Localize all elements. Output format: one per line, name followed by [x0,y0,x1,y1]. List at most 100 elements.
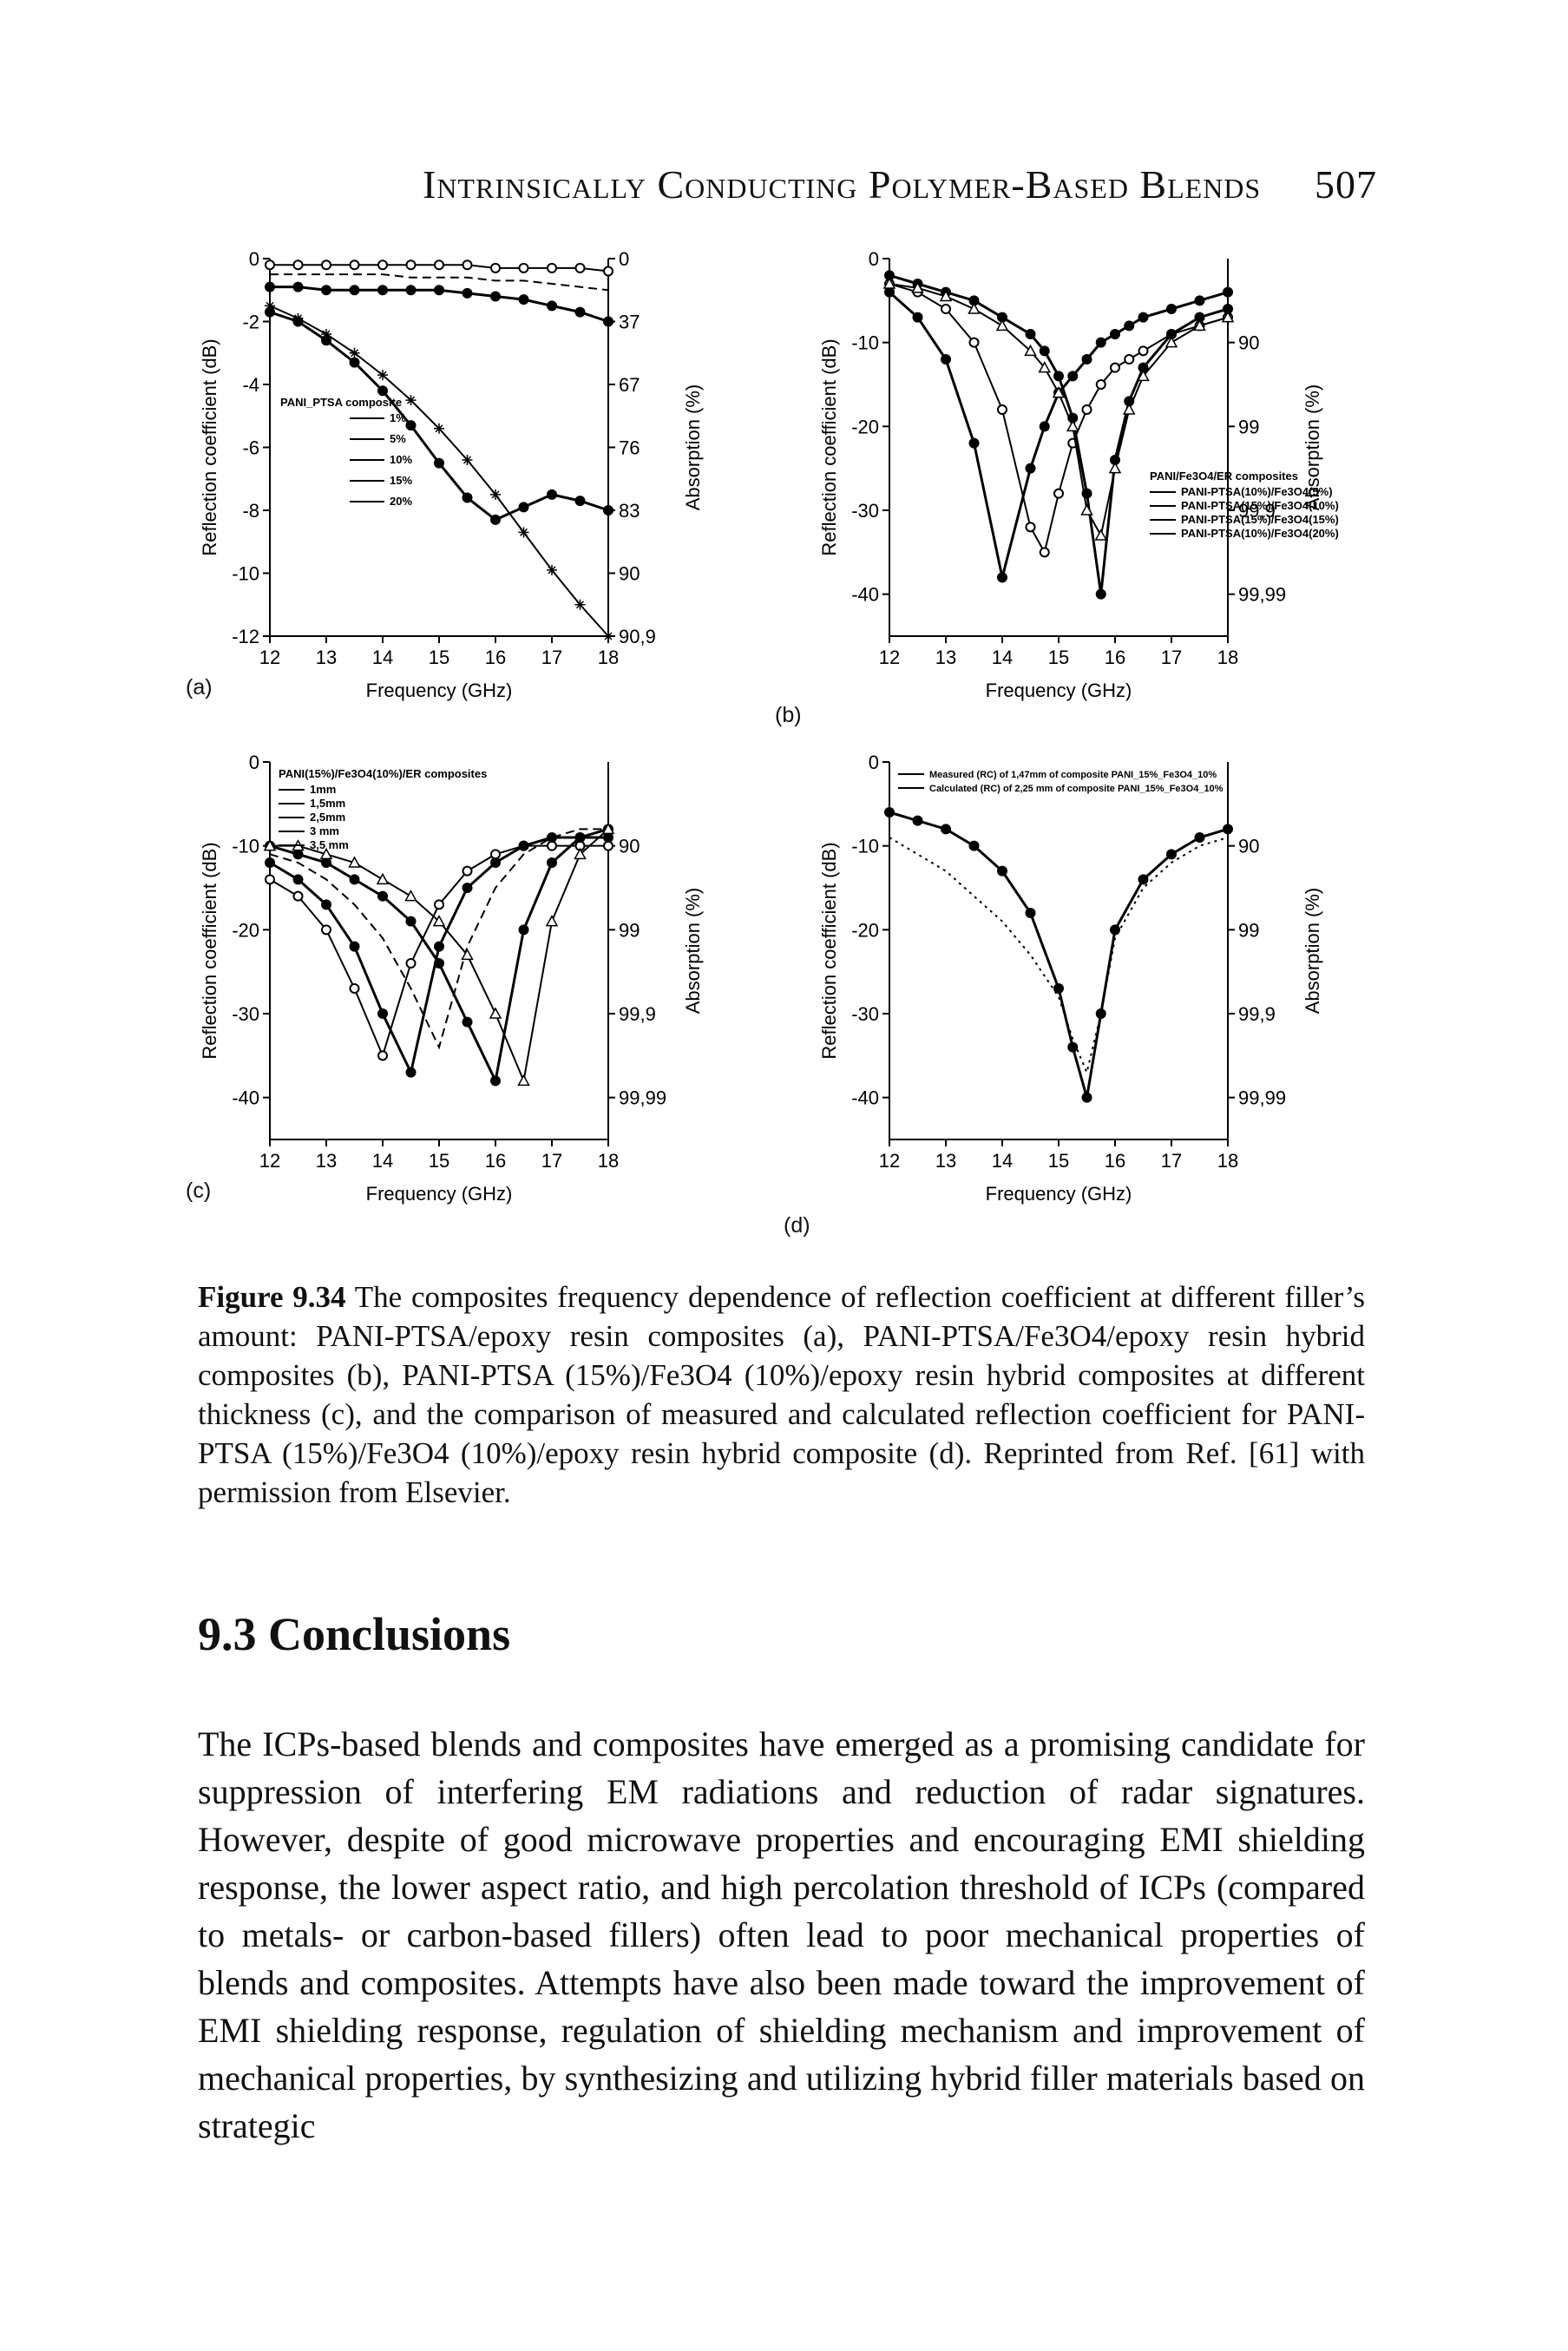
data-point [968,302,981,314]
legend-entry: PANI-PTSA(15%)/Fe3O4(10%) [1181,499,1339,512]
data-point [321,924,331,936]
data-point [292,281,304,292]
x-axis-label: Frequency (GHz) [986,680,1132,701]
legend-entry: PANI-PTSA(15%)/Fe3O4(15%) [1181,513,1339,526]
x-axis-label: Frequency (GHz) [366,1183,513,1205]
data-point [434,958,444,969]
data-point [265,259,275,271]
data-point [1166,329,1177,339]
y2-axis-label: Absorption (%) [682,888,704,1015]
y-tick-label: -30 [851,500,879,522]
data-point [349,874,360,885]
data-point [405,916,417,927]
data-point [1080,503,1093,516]
data-point [434,941,444,952]
x-tick-label: 16 [485,647,506,668]
data-point [1081,354,1092,364]
data-point [461,948,474,961]
data-point [547,857,557,868]
x-tick-label: 13 [935,1150,956,1172]
x-tick-label: 18 [598,1150,619,1172]
data-point [1137,369,1150,382]
x-tick-label: 17 [1161,647,1182,668]
y2-tick-label: 0 [619,248,629,270]
data-point [292,874,304,885]
y2-tick-label: 90,9 [619,626,656,647]
legend-entry: 1% [390,411,406,424]
series-line [269,305,609,637]
data-point [321,329,331,339]
x-tick-label: 18 [598,647,619,668]
data-point [377,259,388,271]
y-axis-label: Reflection coefficient (dB) [199,842,220,1059]
data-point [1039,345,1050,357]
data-point [518,294,529,305]
y-tick-label: -10 [232,836,259,857]
data-point [1138,345,1149,357]
y-tick-label: 0 [249,752,259,773]
y-tick-label: 0 [249,248,259,270]
data-point [518,840,529,851]
legend-title: PANI(15%)/Fe3O4(10%)/ER composites [279,767,487,780]
page-number: 507 [1315,162,1377,207]
data-point [377,370,388,381]
data-point [462,455,473,465]
data-point [490,514,501,525]
data-point [405,420,417,431]
data-point [321,857,331,868]
data-point [1221,311,1235,323]
legend-entry: 3 mm [310,824,339,837]
data-point [997,312,1007,323]
data-point [547,262,557,273]
y-tick-label: -40 [851,1087,879,1109]
data-point [545,915,559,927]
data-point [941,354,951,364]
data-point [349,983,360,994]
data-point [405,1067,417,1078]
y2-tick-label: 90 [1238,332,1259,354]
data-point [1095,379,1106,390]
data-point [1025,522,1036,533]
series-line [889,837,1229,1075]
data-point [434,457,444,469]
data-point [349,347,360,358]
y-axis-label: Reflection coefficient (dB) [199,338,220,555]
data-point [547,489,557,500]
figure-label: Figure 9.34 [198,1280,346,1314]
data-point [574,496,586,507]
data-point [884,270,895,281]
data-point [1094,529,1108,541]
x-tick-label: 14 [372,1150,393,1172]
data-point [265,306,275,318]
data-point [321,259,331,271]
x-tick-label: 14 [992,647,1013,668]
y2-tick-label: 99,99 [1238,584,1286,606]
series-line [269,828,608,1050]
data-point [490,849,501,860]
x-tick-label: 16 [1105,647,1125,668]
data-point [1165,336,1178,348]
data-point [319,847,333,860]
data-point [884,807,895,818]
data-point [1039,421,1050,432]
legend-entry: 1mm [310,783,336,796]
data-point [292,312,304,324]
data-point [1110,362,1120,373]
data-point [603,832,613,843]
legend-entry: 1,5mm [310,797,345,810]
y-tick-label: -6 [242,437,259,459]
data-point [349,357,360,368]
data-point [462,883,473,893]
data-point [941,824,951,835]
data-point [1138,362,1149,373]
x-tick-label: 18 [1217,1150,1238,1172]
data-point [968,437,980,449]
x-tick-label: 17 [541,1150,562,1172]
series-line [889,291,1229,578]
x-axis-label: Frequency (GHz) [986,1183,1132,1205]
y-tick-label: -30 [851,1003,879,1025]
body-paragraph: The ICPs-based blends and composites hav… [198,1724,1365,2145]
y2-tick-label: 99,99 [619,1087,666,1109]
